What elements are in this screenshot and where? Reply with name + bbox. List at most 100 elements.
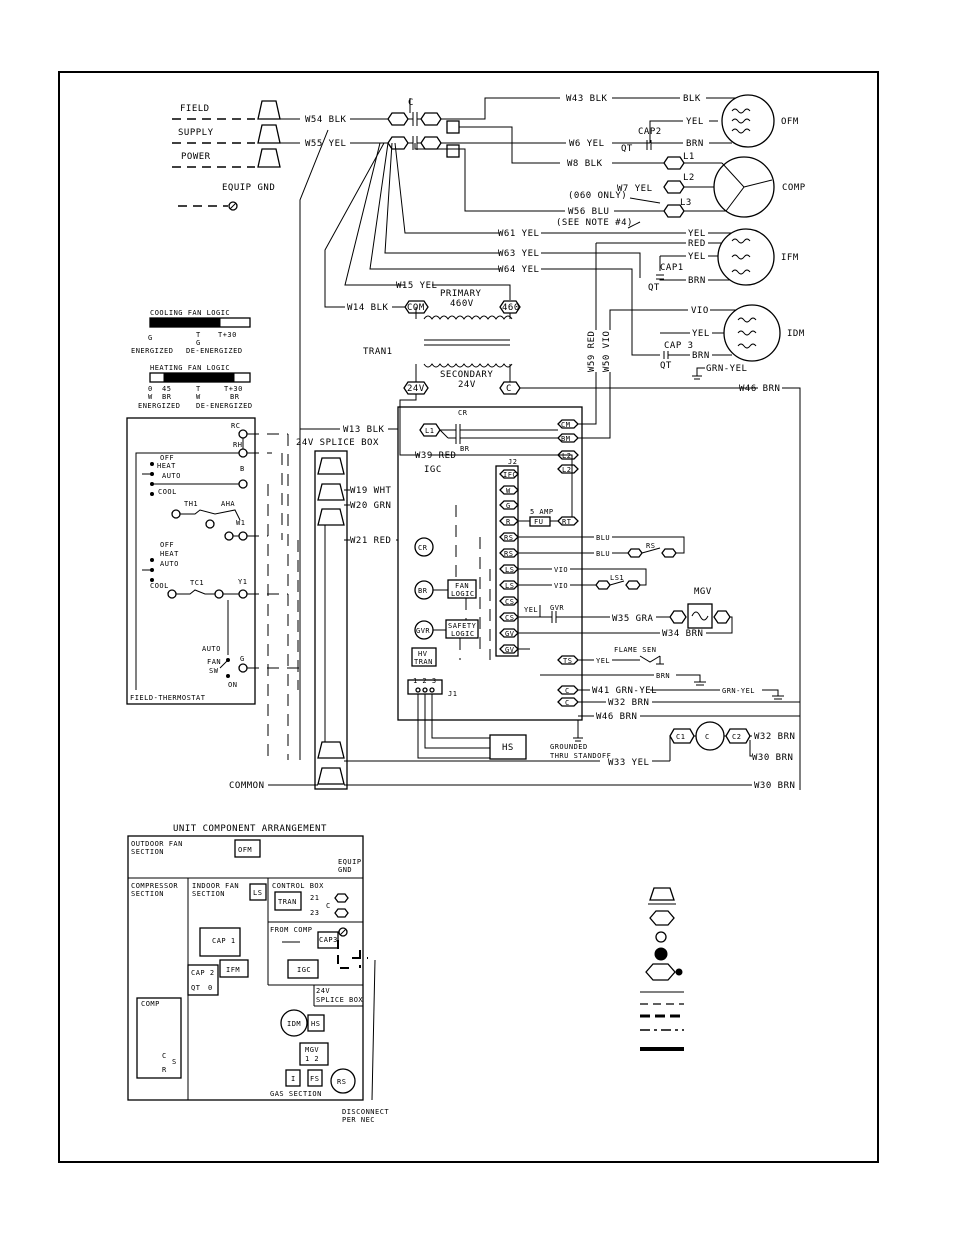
ofm-motor-icon xyxy=(721,94,775,148)
wire-w54: W54 BLK xyxy=(305,115,347,125)
ground-grnyel: GRN-YEL xyxy=(722,687,755,695)
j2-label: J2 xyxy=(508,458,517,466)
tran-460-label: 460 xyxy=(502,303,520,313)
terminal-11-icon xyxy=(387,112,409,126)
wire-w33: W33 YEL xyxy=(608,758,649,768)
wire-w50: W50 VIO xyxy=(602,331,612,372)
wire-w6: W6 YEL xyxy=(569,139,605,149)
rs-switch-label: RS xyxy=(646,542,655,550)
arr-cap2: CAP 2 xyxy=(191,969,215,977)
legend-filled-terminal-icon xyxy=(654,947,668,961)
arr-disc1: DISCONNECT xyxy=(342,1108,389,1116)
field-thermostat: RC RH OFF HEAT AUTO COOL B TH1 AHA W1 OF… xyxy=(126,417,300,760)
cool-t: T xyxy=(196,331,201,339)
tstat-sw: SW xyxy=(209,667,219,675)
fu-label: FU xyxy=(534,518,543,526)
arr-tran: TRAN xyxy=(278,898,297,906)
cap3-label: CAP 3 xyxy=(664,341,694,351)
heat-br2: BR xyxy=(230,393,240,401)
cs-terminal-b: CS xyxy=(505,614,514,622)
wire-w34: W34 BRN xyxy=(662,629,703,639)
ts-terminal: TS xyxy=(563,657,572,665)
hs-label: HS xyxy=(502,743,514,753)
ofm-label: OFM xyxy=(781,117,799,127)
comp-terminal-r-icon xyxy=(663,180,685,194)
arr-outdoor1: OUTDOOR FAN xyxy=(131,840,183,848)
gv-terminal-b: GV xyxy=(505,646,515,654)
j1-pins: 1 2 3 xyxy=(413,677,437,685)
tstat-title: FIELD-THERMOSTAT xyxy=(130,694,206,702)
contact-box-1-icon xyxy=(446,120,460,134)
cr-relay-icon xyxy=(414,537,434,557)
legend-splice-icon xyxy=(649,910,675,926)
diagram-frame xyxy=(58,71,879,1163)
wire-w46-top: W46 BRN xyxy=(739,384,780,394)
ls-vio-b: VIO xyxy=(554,582,568,590)
standoff-label: THRU STANDOFF xyxy=(550,752,611,760)
ifm-idm-wiring: (SEE NOTE #4) W61 YEL YEL RED W63 YEL YE… xyxy=(369,142,804,380)
flame-brn: BRN xyxy=(656,672,670,680)
arr-c: C xyxy=(326,902,331,910)
arr-indoor2: SECTION xyxy=(192,890,225,898)
wire-w59: W59 RED xyxy=(587,331,597,372)
symbol-legend xyxy=(640,887,684,1051)
wire-w56: W56 BLU xyxy=(568,207,609,217)
br-contact-label: BR xyxy=(460,445,470,453)
only-060-label: (060 ONLY) xyxy=(568,191,627,201)
mgv-label: MGV xyxy=(694,587,712,597)
legend-connector-icon xyxy=(649,887,675,901)
tstat-auto3: AUTO xyxy=(202,645,221,653)
tstat-heat2: HEAT xyxy=(160,550,179,558)
comp-l3-label: L3 xyxy=(680,198,692,208)
ls-terminal-b: LS xyxy=(505,582,514,590)
wire-w30-bottom: W30 BRN xyxy=(754,781,795,791)
tstat-rh: RH xyxy=(233,441,242,449)
supply-label: SUPPLY xyxy=(178,128,214,138)
c-terminal-b: C xyxy=(565,699,570,707)
amp5-label: 5 AMP xyxy=(530,508,554,516)
heat-w: W xyxy=(148,393,153,401)
idm-motor-icon xyxy=(723,304,781,362)
wire-w13: W13 BLK xyxy=(343,425,385,435)
igc-label: IGC xyxy=(424,465,442,475)
rs-blu-a: BLU xyxy=(596,534,610,542)
wire-w32-mid: W32 BRN xyxy=(608,698,649,708)
tstat-fan: FAN xyxy=(207,658,221,666)
arr-rs: RS xyxy=(337,1078,346,1086)
cap2-label: CAP2 xyxy=(638,127,662,137)
yel-cs: YEL xyxy=(524,606,538,614)
arr-equip2: GND xyxy=(338,866,352,874)
power-label: POWER xyxy=(181,152,211,162)
arr-splice2: SPLICE BOX xyxy=(316,996,363,1004)
ls-terminal-a: LS xyxy=(505,566,514,574)
field-supply-power: FIELD SUPPLY POWER EQUIP GND W54 BLK W55… xyxy=(172,100,388,211)
fan-logic: COOLING FAN LOGIC G T T+30 G ENERGIZED D… xyxy=(131,309,252,410)
l2-terminal-a: L2 xyxy=(562,452,571,460)
supply-connector-2-icon xyxy=(257,124,281,144)
fan-logic-box-2: LOGIC xyxy=(451,590,475,598)
arr-hs: HS xyxy=(311,1020,320,1028)
arr-cap3: CAP3 xyxy=(319,936,338,944)
arr-23: 23 xyxy=(310,909,319,917)
cr-contact-label: CR xyxy=(458,409,468,417)
tstat-off: OFF xyxy=(160,454,174,462)
hv-tran-box-2: TRAN xyxy=(414,658,433,666)
ofm-yel-label: YEL xyxy=(686,117,704,127)
w-terminal: W xyxy=(506,487,511,495)
wire-w63: W63 YEL xyxy=(498,249,539,259)
ls-vio-a: VIO xyxy=(554,566,568,574)
r-terminal: R xyxy=(506,518,511,526)
ifm-motor-icon xyxy=(717,228,775,286)
tstat-aha: AHA xyxy=(221,500,235,508)
arr-comp2: SECTION xyxy=(131,890,164,898)
arr-idm: IDM xyxy=(287,1020,301,1028)
arr-mgv12: 1 2 xyxy=(305,1055,319,1063)
wire-w32-right: W32 BRN xyxy=(754,732,795,742)
tstat-off2: OFF xyxy=(160,541,174,549)
ifm-red-label: RED xyxy=(688,239,706,249)
wire-w61: W61 YEL xyxy=(498,229,539,239)
contact-box-2-icon xyxy=(446,144,460,158)
wire-w55: W55 YEL xyxy=(305,139,346,149)
cm-terminal: CM xyxy=(561,421,570,429)
